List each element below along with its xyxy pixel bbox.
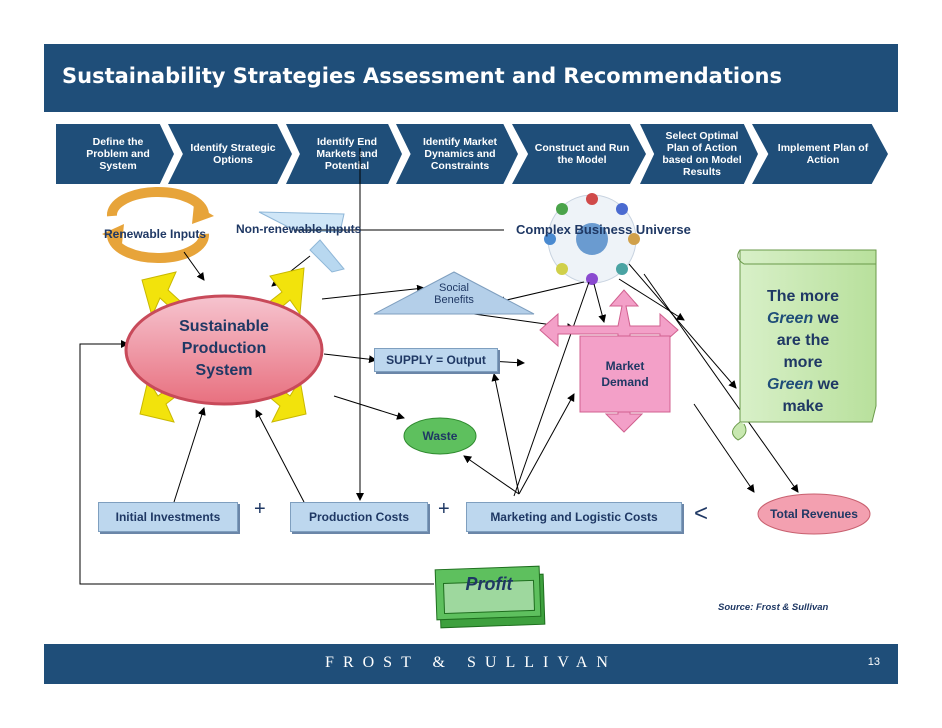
page-number: 13: [867, 656, 880, 668]
step-5: Construct and Run the Model: [512, 124, 646, 184]
connector-line: [593, 283, 607, 323]
less-than-sign: <: [694, 500, 709, 527]
market-demand-shape: [539, 289, 679, 433]
connector-line: [693, 403, 755, 493]
sustainable-production-oval: [124, 294, 324, 406]
marketing-logistic-costs-box: Marketing and Logistic Costs: [466, 502, 682, 532]
connector-line: [643, 273, 799, 493]
business-universe-globe-icon: [544, 193, 640, 285]
waste-label: Waste: [422, 429, 458, 443]
renewable-inputs-label: Renewable Inputs: [104, 227, 207, 241]
initial-investments-box: Initial Investments: [98, 502, 238, 532]
slide-title: Sustainability Strategies Assessment and…: [62, 64, 782, 88]
connector-line: [173, 407, 206, 503]
connector-line: [323, 353, 377, 364]
step-6: Select Optimal Plan of Action based on M…: [640, 124, 758, 184]
supply-output-box: SUPPLY = Output: [374, 348, 498, 372]
connector-line: [79, 340, 434, 585]
connector-line: [513, 281, 590, 497]
title-bar: Sustainability Strategies Assessment and…: [44, 44, 898, 112]
flow-diagram: [79, 148, 877, 629]
total-revenues-oval: [757, 493, 871, 535]
connector-line: [518, 393, 575, 495]
nonrenewable-inputs-label: Non-renewable Inputs: [236, 222, 362, 236]
total-revenues-label: Total Revenues: [770, 507, 858, 521]
connector-line: [491, 373, 520, 495]
connector-line: [333, 395, 405, 420]
waste-shape: [403, 417, 477, 455]
recycle-icon: [102, 187, 214, 263]
footer-bar: FROST & SULLIVAN 13: [44, 644, 898, 684]
complex-universe-label: Complex Business Universe: [516, 222, 691, 237]
connector-line: [618, 278, 685, 321]
step-3: Identify End Markets and Potential: [286, 124, 402, 184]
plus-sign: +: [254, 498, 266, 520]
step-7: Implement Plan of Action: [752, 124, 888, 184]
profit-label: Profit: [465, 574, 513, 594]
connector-line: [255, 409, 305, 503]
production-costs-box: Production Costs: [290, 502, 428, 532]
connector-line: [497, 281, 585, 305]
nonrenewable-arrows-icon: [258, 211, 345, 273]
connector-line: [628, 263, 737, 389]
connector-line: [321, 284, 425, 300]
slide: Sustainability Strategies Assessment and…: [44, 44, 898, 684]
connector-line: [463, 455, 520, 495]
green-slogan: The more Green we are the more Green we …: [766, 288, 840, 415]
step-1: Define the Problem and System: [56, 124, 174, 184]
connector-line: [183, 251, 205, 281]
step-4: Identify Market Dynamics and Constraints: [396, 124, 518, 184]
profit-money-icon: [434, 565, 546, 629]
step-2: Identify Strategic Options: [168, 124, 292, 184]
green-scroll-shape: [732, 249, 877, 441]
social-benefits-triangle: [373, 271, 535, 315]
plus-sign: +: [438, 498, 450, 520]
source-note: Source: Frost & Sullivan: [718, 602, 829, 613]
brand-logo: FROST & SULLIVAN: [325, 654, 617, 671]
